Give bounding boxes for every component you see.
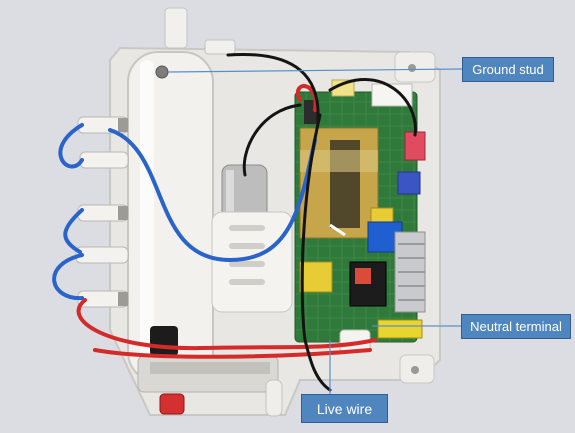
- black-wires: [226, 52, 417, 392]
- motor-highlight: [226, 170, 234, 242]
- vent-slots: [229, 225, 265, 285]
- connector-white: [371, 83, 413, 107]
- bottom-bracket: [150, 362, 270, 374]
- heater-terminals: [75, 116, 129, 308]
- live-wire-callout: Live wire: [301, 394, 388, 423]
- cylinder-highlight: [140, 60, 154, 370]
- leader-lines: [167, 68, 463, 394]
- white-wire: [329, 223, 346, 237]
- mount-hole: [408, 64, 416, 72]
- water-inlet: [164, 7, 188, 49]
- ground-stud: [155, 65, 169, 79]
- thermostat: [150, 326, 178, 356]
- leader-ground-stud: [167, 68, 463, 73]
- neutral-terminal-callout: Neutral terminal: [461, 314, 571, 339]
- capacitor-yellow-2: [299, 261, 333, 293]
- ground-stud-callout: Ground stud: [462, 57, 554, 82]
- reset-button: [159, 393, 185, 415]
- water-outlet: [265, 379, 283, 417]
- blue-wires: [52, 123, 317, 301]
- inlet-fitting: [204, 39, 236, 55]
- connector-blue: [397, 171, 421, 195]
- transformer-tape: [300, 150, 378, 172]
- heatsink: [394, 231, 426, 313]
- mount-hole: [411, 366, 419, 374]
- relay-label: [355, 268, 371, 284]
- neutral-terminal-block: [377, 319, 423, 339]
- red-wires: [76, 84, 377, 359]
